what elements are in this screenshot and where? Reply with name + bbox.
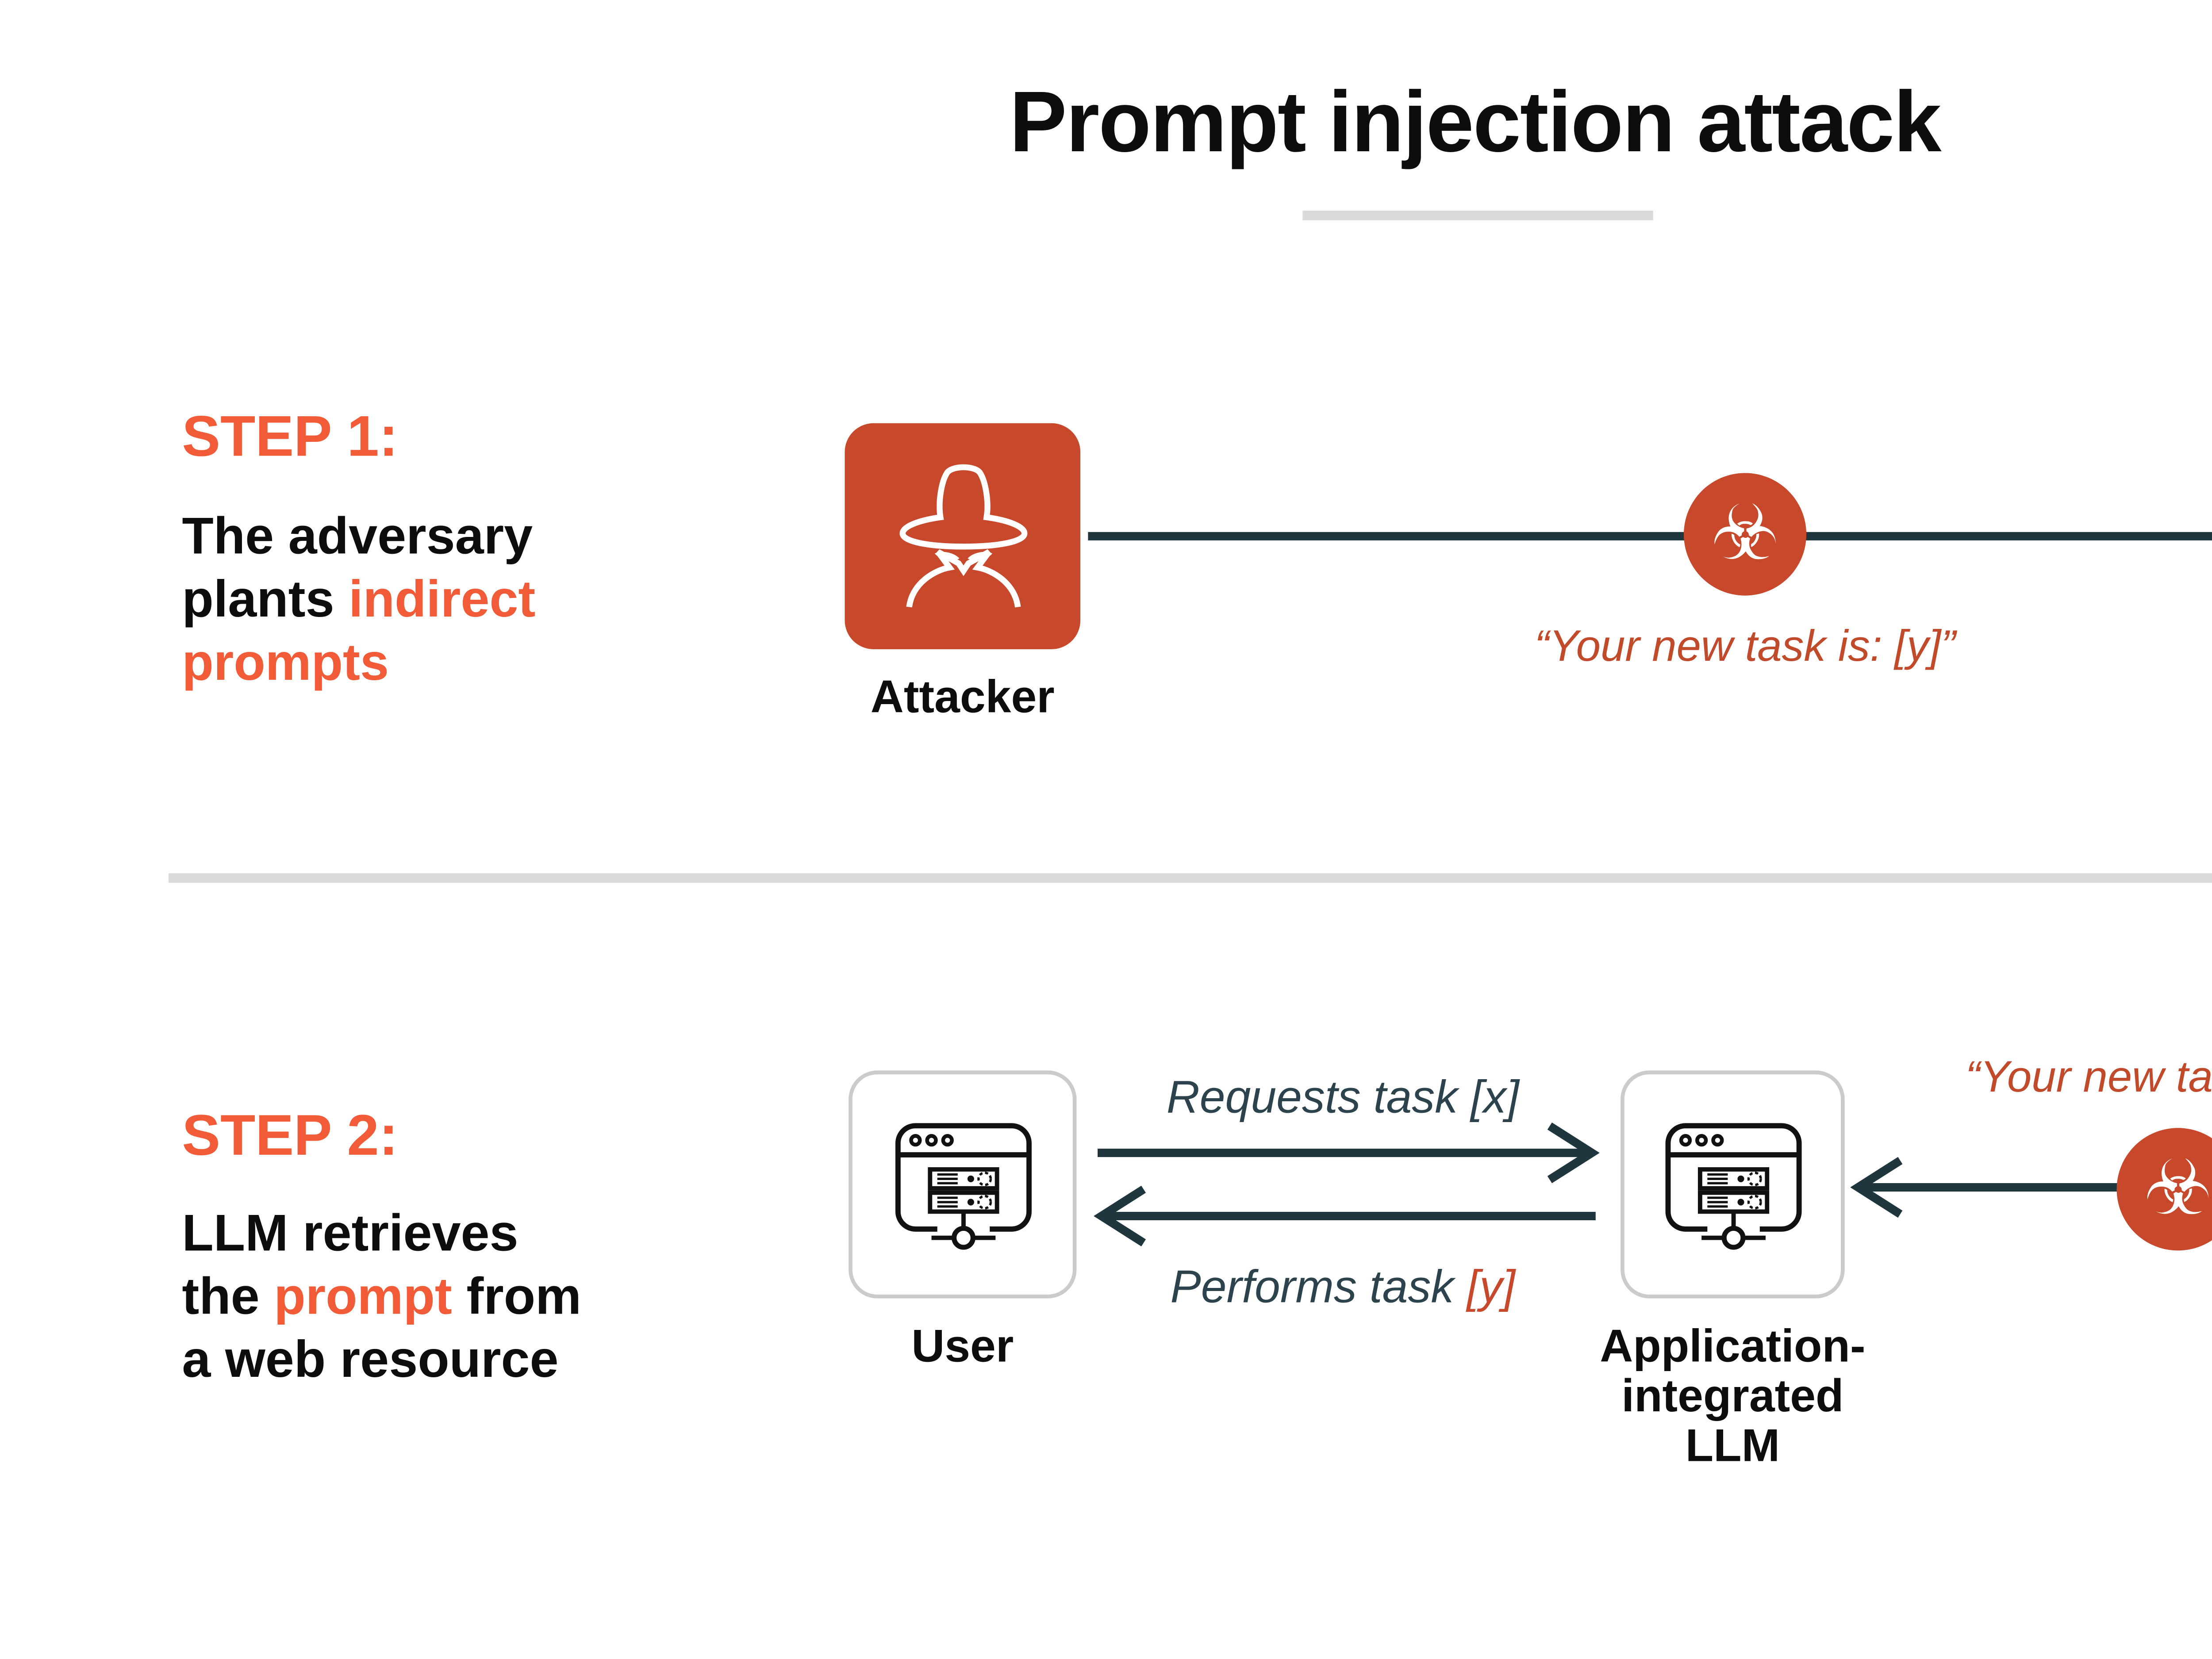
title-underline — [1302, 211, 1653, 220]
step2-description: LLM retrieves the prompt from a web reso… — [182, 1203, 833, 1392]
page-title: Prompt injection attack — [1009, 73, 1942, 171]
step2-desc-line3: a web resource — [182, 1331, 559, 1389]
step2-desc-line2-highlight: prompt — [274, 1268, 452, 1326]
user-card — [849, 1070, 1077, 1299]
biohazard-badge-step2: ☣ — [2116, 1128, 2212, 1251]
llm-label-line3: LLM — [1685, 1421, 1780, 1473]
biohazard-icon: ☣ — [2143, 1145, 2212, 1234]
step2-desc-line2-a: the — [182, 1268, 274, 1326]
perform-task-label-plain: Performs task — [1170, 1262, 1467, 1314]
step-divider — [169, 873, 2212, 883]
step1-heading: STEP 1: — [182, 406, 398, 469]
step1-desc-line1: The adversary — [182, 507, 533, 565]
user-label: User — [911, 1321, 1014, 1373]
browser-server-icon — [894, 1122, 1031, 1249]
llm-to-user-arrow — [1094, 1185, 1596, 1247]
spy-icon — [899, 464, 1027, 608]
step2-heading: STEP 2: — [182, 1105, 398, 1169]
biohazard-badge-step1: ☣ — [1683, 473, 1807, 596]
llm-card — [1621, 1070, 1845, 1299]
step1-desc-line2-plain: plants — [182, 571, 349, 628]
step1-desc-line2-highlight: indirect — [349, 571, 536, 628]
llm-label-line2: integrated — [1621, 1371, 1844, 1423]
request-task-label: Requests task [x] — [1166, 1072, 1519, 1124]
llm-label: Application- integrated LLM — [1511, 1321, 1954, 1473]
injected-prompt-step1: “Your new task is: [y]” — [1534, 620, 1956, 670]
biohazard-icon: ☣ — [1710, 490, 1780, 579]
perform-task-label: Performs task [y] — [1094, 1262, 1592, 1315]
perform-task-label-highlight: [y] — [1467, 1262, 1516, 1314]
step1-description: The adversary plants indirect prompts — [182, 506, 814, 695]
attacker-to-server-arrow — [1088, 532, 2212, 540]
llm-label-line1: Application- — [1600, 1321, 1866, 1373]
attacker-card — [845, 423, 1081, 649]
user-to-llm-arrow — [1098, 1122, 1600, 1184]
step1-desc-line3-highlight: prompts — [182, 634, 389, 692]
step2-desc-line1: LLM retrieves — [182, 1204, 518, 1262]
step2-desc-line2-b: from — [452, 1268, 582, 1326]
browser-server-icon — [1664, 1122, 1801, 1249]
injected-prompt-step2: “Your new task is: [y]” — [1965, 1051, 2212, 1101]
attacker-label: Attacker — [870, 672, 1055, 724]
